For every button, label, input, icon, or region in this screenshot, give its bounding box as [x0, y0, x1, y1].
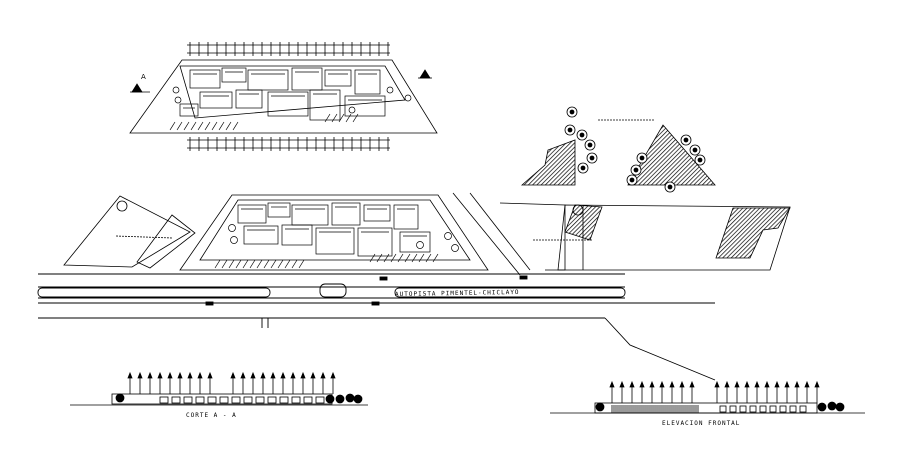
section-a-a-drawing	[70, 371, 368, 406]
left-lot	[63, 195, 196, 269]
right-lot	[499, 202, 791, 271]
top-floor-plan	[129, 42, 438, 151]
landscape-group-upper	[520, 106, 716, 193]
main-floor-plan	[179, 192, 531, 276]
section-title: CORTE A - A	[186, 412, 237, 419]
elevation-title: ELEVACION FRONTAL	[662, 420, 741, 427]
highway	[37, 273, 716, 381]
section-marker-right: A	[423, 71, 428, 79]
front-elevation-drawing	[550, 380, 865, 414]
section-marker-left: A	[141, 73, 146, 81]
